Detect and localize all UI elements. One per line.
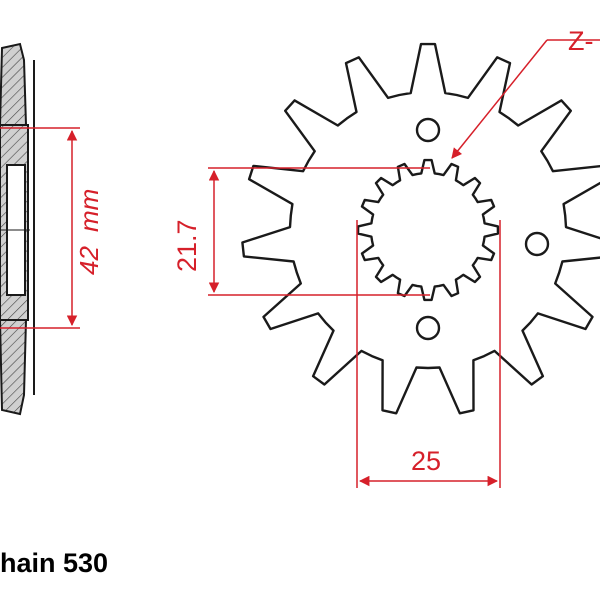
mount-hole-right	[524, 231, 550, 257]
side-view-lower-hatch	[0, 319, 28, 416]
teeth-count-label: Z-	[568, 26, 593, 56]
mount-hole-top	[415, 117, 441, 143]
side-view	[0, 42, 35, 416]
mount-hole-bottom	[415, 315, 441, 341]
spline-bore	[356, 158, 500, 302]
height-dimension-value: 42	[74, 246, 104, 275]
bore-dimension: 25	[356, 220, 501, 488]
chain-size-label: hain 530	[0, 548, 109, 578]
teeth-count-leader: Z-	[451, 26, 600, 159]
height-dimension: 42 mm	[0, 127, 104, 329]
bore-dimension-value: 25	[411, 446, 441, 476]
height-dimension-unit: mm	[74, 189, 104, 232]
teeth-count-leader-line	[451, 39, 548, 159]
inner-height-dimension: 21.7	[172, 167, 430, 296]
side-view-upper-hatch	[0, 42, 28, 126]
inner-height-dimension-value: 21.7	[172, 219, 202, 272]
front-view	[241, 42, 600, 415]
